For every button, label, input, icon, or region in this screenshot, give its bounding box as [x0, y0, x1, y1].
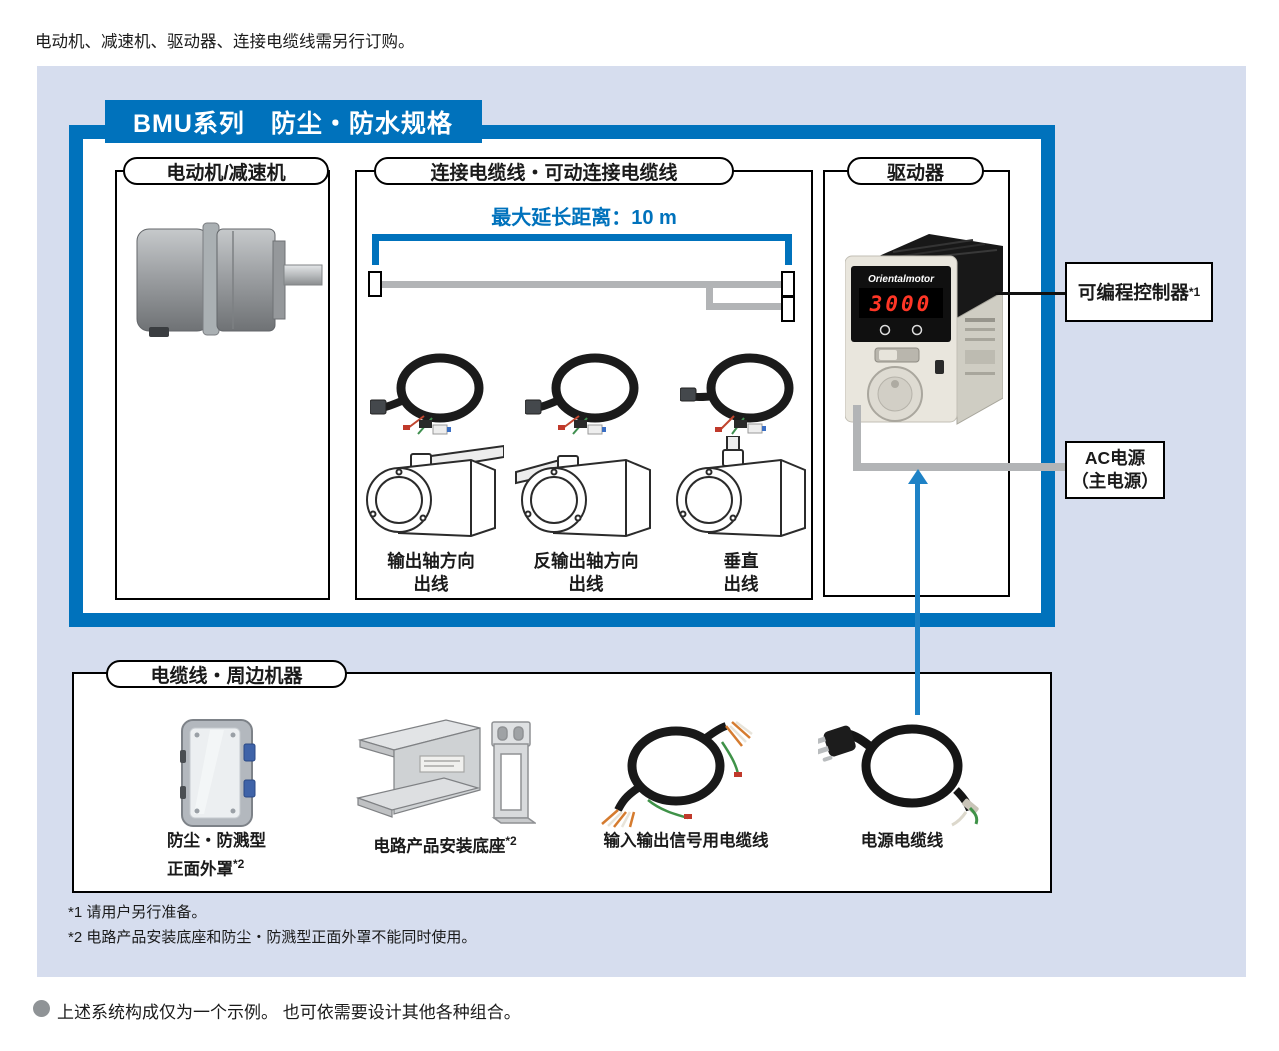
motor-section-label: 电动机/减速机 — [123, 157, 329, 185]
mounting-base-label: 电路产品安装底座*2 — [373, 834, 517, 856]
io-signal-cable-photo — [601, 721, 753, 828]
system-example-note: 上述系统构成仅为一个示例。 也可依需要设计其他各种组合。 — [57, 1003, 521, 1022]
variant-label: 反输出轴方向 出线 — [533, 551, 639, 594]
driver-to-plc-line — [995, 292, 1065, 295]
driver-power-cable-vertical — [853, 405, 861, 469]
footnote-1: *1 请用户另行准备。 — [68, 904, 207, 921]
bullet-icon — [33, 1000, 50, 1017]
driver-display-value: 3000 — [869, 292, 933, 316]
ac-power-line2: （主电源） — [1071, 471, 1159, 491]
plc-callout: 可编程控制器*1 — [1065, 262, 1213, 322]
power-cable-photo — [818, 724, 979, 827]
front-cover-label: 防尘・防溅型 正面外罩*2 — [167, 832, 266, 879]
plc-callout-footnote-ref: *1 — [1188, 285, 1201, 299]
cable-schematic-branch-h — [706, 303, 788, 310]
power-cable-arrow-head — [908, 469, 928, 484]
ordering-note: 电动机、减速机、驱动器、连接电缆线需另行订购。 — [35, 33, 415, 51]
distance-bracket-bar — [372, 234, 792, 241]
connection-cable-photo — [370, 353, 484, 435]
cable-variant-rear-shaft: 反输出轴方向 出线 — [510, 352, 662, 596]
variant-label: 输出轴方向 出线 — [387, 551, 475, 594]
motor-lineart-rear-shaft — [514, 455, 651, 538]
connection-cable-photo — [525, 353, 639, 435]
motor-lineart-output-shaft — [365, 444, 504, 538]
max-extension-distance-label: 最大延长距离：10 m — [491, 207, 677, 229]
cable-schematic-branch-v — [706, 285, 713, 310]
cable-connector-right-2 — [781, 296, 795, 322]
cable-schematic-main — [377, 281, 787, 288]
series-title: BMU系列 防尘・防水规格 — [105, 100, 482, 143]
mounting-base-photo — [355, 719, 536, 824]
footnote-2: *2 电路产品安装底座和防尘・防溅型正面外罩不能同时使用。 — [68, 929, 477, 946]
ac-power-callout: AC电源 （主电源） — [1065, 441, 1165, 499]
motor-gearhead-photo — [136, 222, 323, 337]
power-cable-label: 电源电缆线 — [860, 832, 944, 850]
cable-variant-vertical: 垂直 出线 — [665, 352, 817, 596]
cable-connector-left — [368, 271, 382, 297]
io-signal-cable-label: 输入输出信号用电缆线 — [603, 832, 769, 850]
ac-power-line1: AC电源 — [1084, 448, 1146, 468]
connection-cable-photo — [680, 353, 794, 435]
plc-callout-text: 可编程控制器 — [1077, 282, 1189, 303]
motor-lineart-vertical — [675, 436, 806, 538]
cable-variant-output-shaft: 输出轴方向 出线 — [355, 352, 507, 596]
driver-brand-text: Orientalmotor — [868, 274, 935, 285]
front-cover-photo — [180, 719, 256, 827]
driver-section-label: 驱动器 — [847, 157, 984, 185]
cable-connector-right-1 — [781, 271, 795, 297]
distance-bracket-left-leg — [372, 234, 379, 265]
driver-power-cable-horizontal — [853, 463, 1065, 471]
peripherals-section-label: 电缆线・周边机器 — [106, 660, 347, 688]
distance-bracket-right-leg — [785, 234, 792, 265]
variant-label: 垂直 出线 — [723, 551, 759, 594]
cable-section-label: 连接电缆线・可动连接电缆线 — [374, 157, 734, 185]
driver-photo: Orientalmotor 3000 — [845, 234, 1003, 425]
power-cable-arrow-line — [915, 483, 920, 715]
